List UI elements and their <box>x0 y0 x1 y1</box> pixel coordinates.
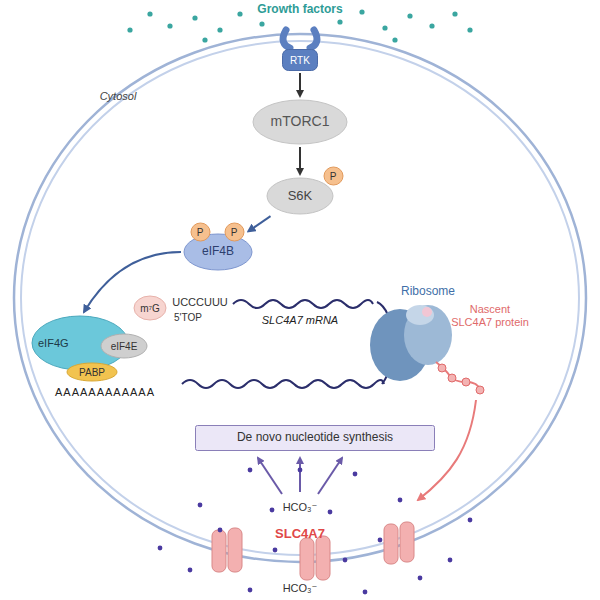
signal-arrow <box>84 252 181 312</box>
ribosome <box>370 305 452 381</box>
mrna-strand <box>182 380 384 388</box>
cell-membrane <box>14 34 586 562</box>
signal-arrow <box>299 147 301 174</box>
blob-node: P <box>190 222 211 242</box>
text-label: SLC4A7 mRNA <box>262 314 338 327</box>
text-label: Growth factors <box>257 3 342 17</box>
blob-node: S6K <box>266 177 334 215</box>
bicarbonate-arrows <box>258 458 342 494</box>
node-label: De novo nucleotide synthesis <box>237 431 393 444</box>
node-label: P <box>231 227 238 238</box>
signal-arrow <box>299 73 301 96</box>
text-label: HCO₃⁻ <box>283 582 318 595</box>
blob-node: m⁷G <box>133 295 167 321</box>
node-label: PABP <box>79 367 105 378</box>
signal-arrow <box>248 216 270 231</box>
node-label: eIF4G <box>31 337 69 349</box>
node-label: S6K <box>288 189 313 203</box>
node-label: RTK <box>290 55 310 66</box>
blob-node: eIF4E <box>100 333 148 359</box>
blob-node: P <box>323 166 344 186</box>
cell-membrane-inner <box>21 41 579 555</box>
node-label: mTORC1 <box>271 114 330 129</box>
process-box: De novo nucleotide synthesis <box>195 425 435 451</box>
text-label: Nascent SLC4A7 protein <box>449 303 531 328</box>
node-label: eIF4B <box>202 245 234 258</box>
blob-node: P <box>224 222 245 242</box>
text-label: SLC4A7 <box>275 527 325 542</box>
node-label: P <box>330 171 337 182</box>
blob-node: PABP <box>66 362 118 382</box>
text-label: Cytosol <box>100 90 137 103</box>
process-box: RTK <box>282 49 318 71</box>
mrna-strand <box>233 300 373 308</box>
text-label: Ribosome <box>401 285 455 299</box>
nascent-chain-residues <box>438 364 484 394</box>
node-label: m⁷G <box>140 303 160 314</box>
blob-node: mTORC1 <box>252 99 348 145</box>
text-label: AAAAAAAAAAAA <box>55 386 155 399</box>
rtk-receptor <box>283 30 317 48</box>
text-label: 5'TOP <box>174 312 202 324</box>
nascent-chain <box>436 362 480 390</box>
text-label: UCCCUUU <box>172 296 228 309</box>
slc4a7-transporter <box>212 522 414 580</box>
text-label: HCO₃⁻ <box>283 501 318 514</box>
node-label: eIF4E <box>111 341 138 352</box>
node-label: P <box>197 227 204 238</box>
bicarbonate-dots <box>158 468 473 595</box>
